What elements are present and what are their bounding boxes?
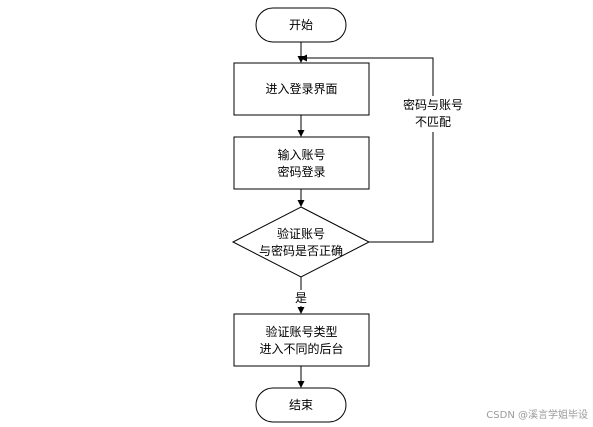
verify-label-line1: 验证账号	[277, 226, 325, 241]
end-label: 结束	[289, 398, 313, 412]
type-label-line1: 验证账号类型	[265, 324, 337, 339]
watermark: CSDN @溪言学姐毕设	[486, 408, 588, 421]
account-type-node: 验证账号类型 进入不同的后台	[233, 313, 370, 367]
start-label: 开始	[289, 18, 313, 32]
enter-login-label: 进入登录界面	[265, 81, 337, 96]
input-label-line2: 密码登录	[277, 164, 325, 179]
verify-label-line2: 与密码是否正确	[259, 243, 343, 258]
end-node: 结束	[255, 387, 347, 423]
start-node: 开始	[255, 7, 347, 43]
enter-login-node: 进入登录界面	[233, 62, 370, 116]
input-credentials-node: 输入账号 密码登录	[233, 136, 370, 190]
mismatch-label-line1: 密码与账号	[403, 97, 463, 112]
type-label-line2: 进入不同的后台	[259, 341, 343, 356]
arrow-mismatch-loop	[300, 54, 434, 243]
yes-label: 是	[295, 291, 307, 305]
verify-decision-node: 验证账号 与密码是否正确	[231, 206, 371, 278]
yes-label-bg	[292, 290, 310, 306]
mismatch-label-bg	[396, 96, 472, 132]
mismatch-label-line2: 不匹配	[415, 115, 451, 129]
input-label-line1: 输入账号	[277, 147, 325, 162]
